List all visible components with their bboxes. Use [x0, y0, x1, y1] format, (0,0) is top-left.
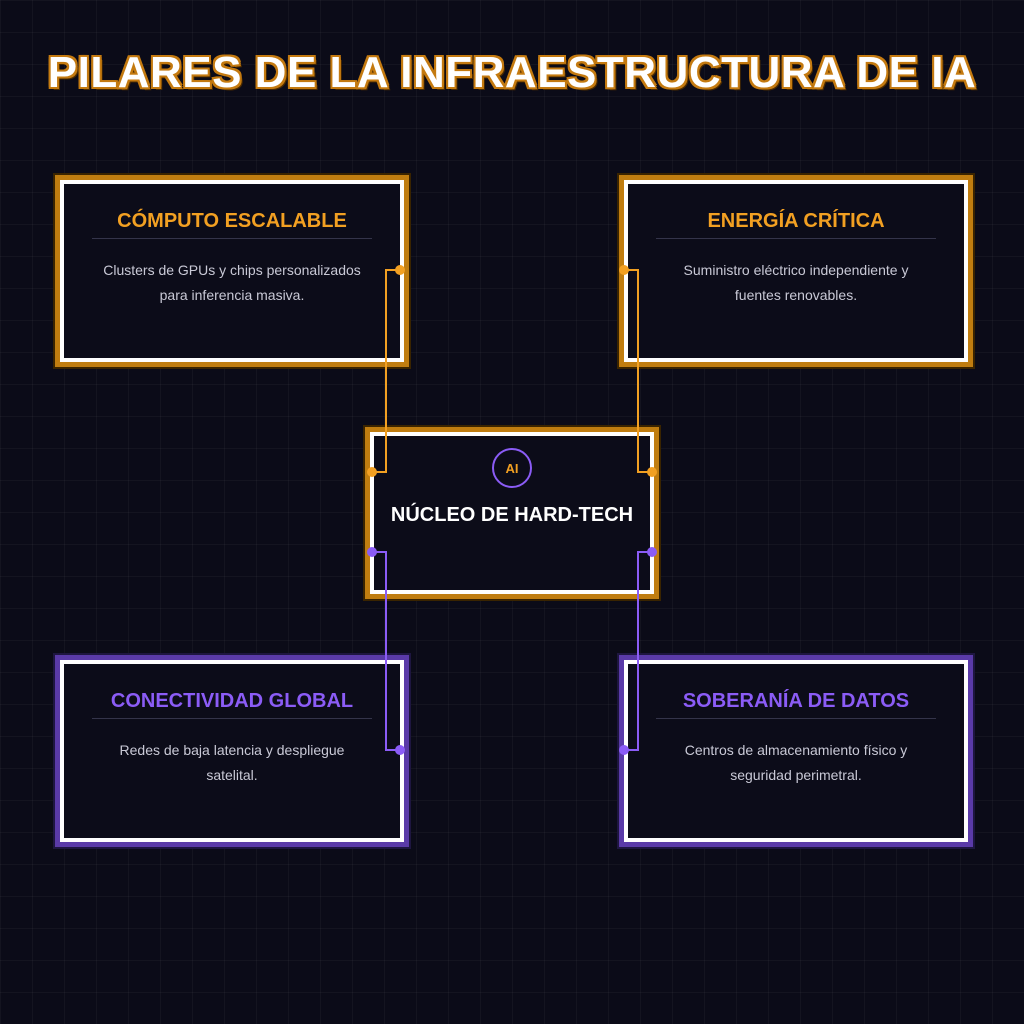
pillar-description: Clusters de GPUs y chips personalizados …	[88, 258, 376, 308]
pillar-title: SOBERANÍA DE DATOS	[682, 690, 910, 712]
pillar-description-line: Suministro eléctrico independiente y	[683, 262, 909, 278]
connector-dot	[619, 745, 629, 755]
pillar-divider	[656, 238, 936, 239]
connector-dot	[395, 265, 405, 275]
pillar-description-line: Redes de baja latencia y despliegue	[119, 742, 345, 758]
center-core-card[interactable]: AI NÚCLEO DE HARD-TECH	[370, 432, 654, 594]
pillar-card-computo[interactable]: CÓMPUTO ESCALABLE Clusters de GPUs y chi…	[60, 180, 404, 362]
pillar-description-line: para inferencia masiva.	[159, 287, 305, 303]
ai-badge-label: AI	[505, 460, 519, 476]
ai-badge-icon: AI	[492, 448, 532, 488]
pillar-divider	[92, 238, 372, 239]
connector-dot	[619, 265, 629, 275]
connector-conectividad	[372, 551, 400, 751]
pillar-title: ENERGÍA CRÍTICA	[707, 210, 885, 232]
connector-dot	[367, 467, 377, 477]
connector-dot	[647, 467, 657, 477]
page-title: PILARES DE LA INFRAESTRUCTURA DE IA	[47, 48, 977, 97]
pillar-title: CONECTIVIDAD GLOBAL	[110, 690, 354, 712]
pillar-description-line: fuentes renovables.	[734, 287, 858, 303]
pillar-divider	[92, 718, 372, 719]
pillar-divider	[656, 718, 936, 719]
connector-computo	[372, 269, 400, 473]
pillar-card-conectividad[interactable]: CONECTIVIDAD GLOBAL Redes de baja latenc…	[60, 660, 404, 842]
center-title: NÚCLEO DE HARD-TECH	[390, 504, 634, 526]
pillar-description: Centros de almacenamiento físico y segur…	[652, 738, 940, 788]
pillar-description: Redes de baja latencia y despliegue sate…	[88, 738, 376, 788]
pillar-description-line: Centros de almacenamiento físico y	[684, 742, 908, 758]
pillar-title: CÓMPUTO ESCALABLE	[117, 210, 347, 232]
pillar-description: Suministro eléctrico independiente y fue…	[652, 258, 940, 308]
connector-soberania	[624, 551, 652, 751]
pillar-description-line: Clusters de GPUs y chips personalizados	[103, 262, 361, 278]
connector-dot	[395, 745, 405, 755]
pillar-card-soberania[interactable]: SOBERANÍA DE DATOS Centros de almacenami…	[624, 660, 968, 842]
pillar-card-energia[interactable]: ENERGÍA CRÍTICA Suministro eléctrico ind…	[624, 180, 968, 362]
pillar-description-line: seguridad perimetral.	[730, 767, 862, 783]
connector-dot	[647, 547, 657, 557]
connector-energia	[624, 269, 652, 473]
connector-dot	[367, 547, 377, 557]
pillar-description-line: satelital.	[206, 767, 258, 783]
